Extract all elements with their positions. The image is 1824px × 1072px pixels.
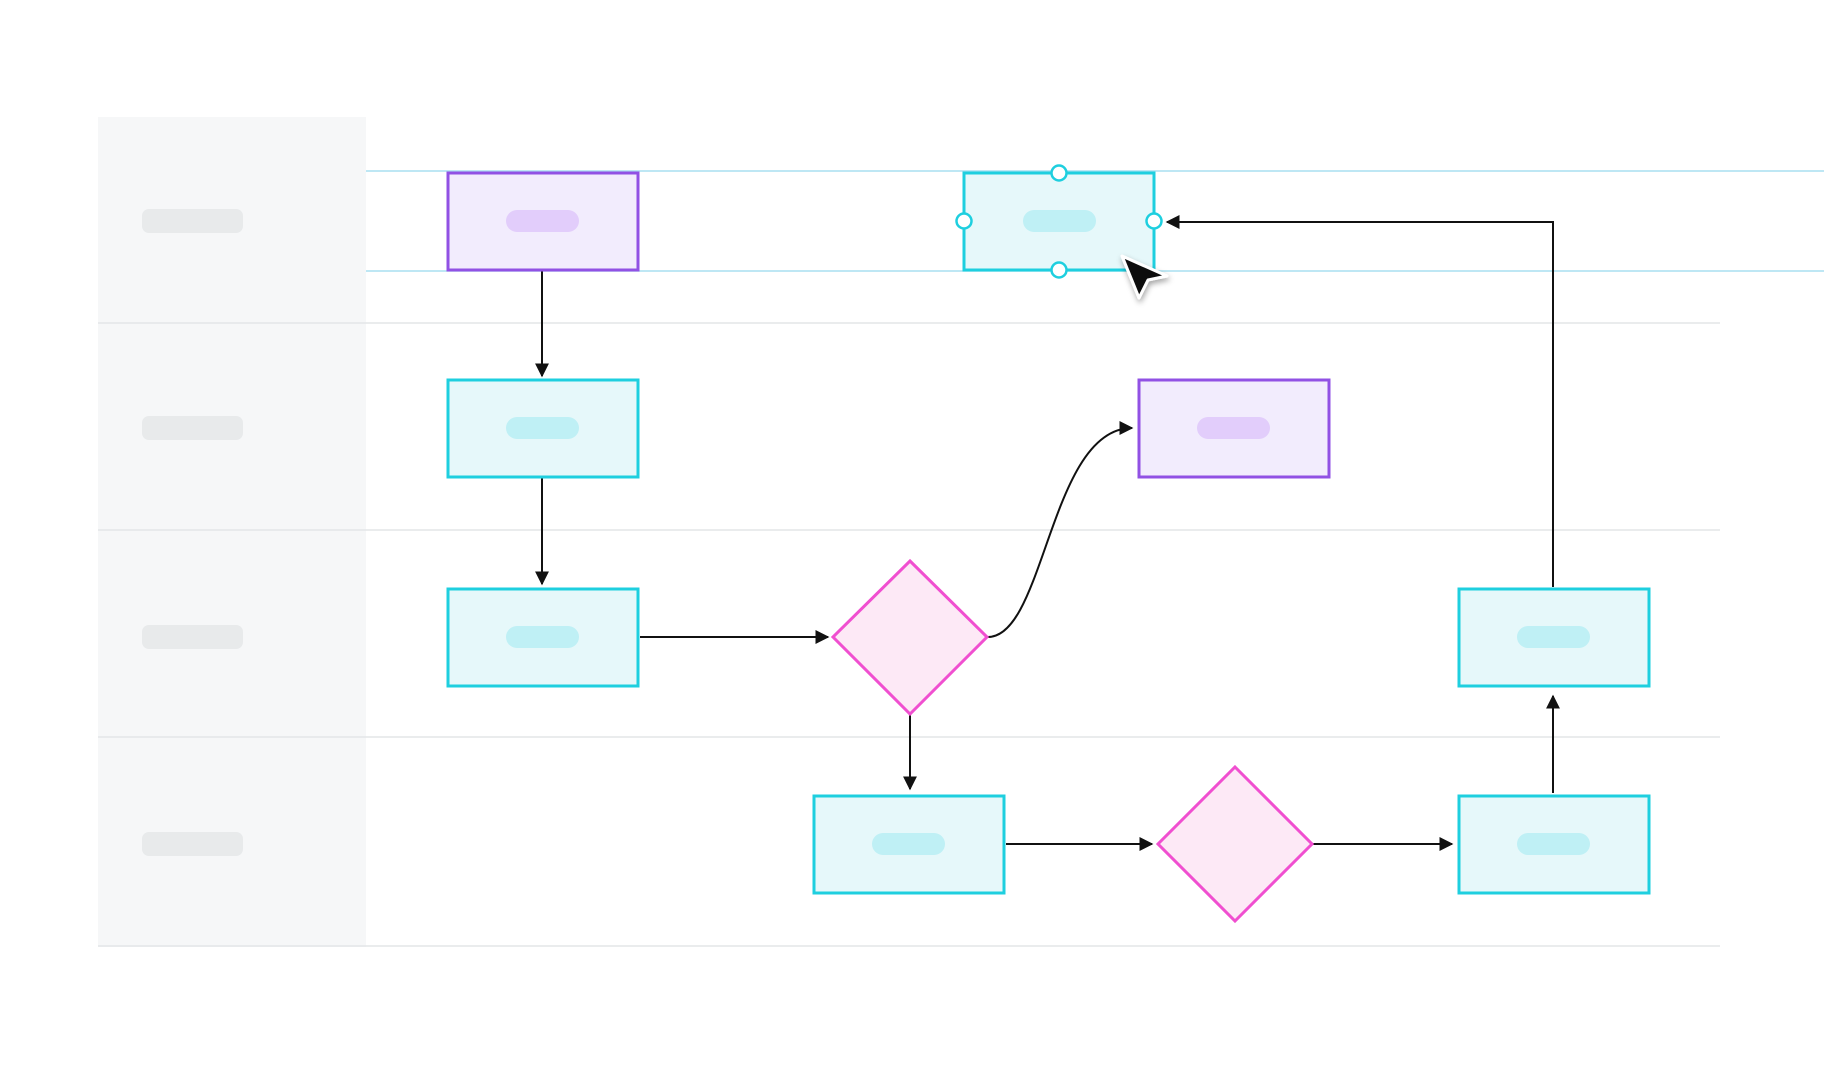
node-decision-2[interactable] [1155, 764, 1315, 924]
node-label-placeholder [506, 210, 579, 232]
swimlane-label-4[interactable] [142, 832, 243, 856]
swimlane-label-1[interactable] [142, 209, 243, 233]
node-step-5[interactable] [1457, 794, 1651, 895]
node-label-placeholder [872, 833, 945, 855]
arrow-cursor-icon [1120, 254, 1169, 300]
node-label-placeholder [1517, 833, 1590, 855]
resize-handle-left[interactable] [955, 212, 973, 230]
node-selected[interactable] [955, 164, 1163, 279]
edge-step-right-to-selected[interactable] [1165, 215, 1554, 587]
resize-handle-right[interactable] [1145, 212, 1163, 230]
node-start[interactable] [446, 171, 640, 272]
node-end[interactable] [1137, 378, 1331, 479]
node-label-placeholder [1197, 417, 1270, 439]
node-step-4[interactable] [812, 794, 1006, 895]
node-step-3[interactable] [446, 587, 640, 688]
edge-decision-1-to-end[interactable] [987, 421, 1134, 638]
node-decision-1[interactable] [830, 558, 990, 717]
node-label-placeholder [506, 626, 579, 648]
swimlane-label-2[interactable] [142, 416, 243, 440]
node-label-placeholder [1517, 626, 1590, 648]
swimlane-label-3[interactable] [142, 625, 243, 649]
swimlane-header-panel [98, 117, 366, 947]
node-step-right[interactable] [1457, 587, 1651, 688]
node-step-2[interactable] [446, 378, 640, 479]
resize-handle-top[interactable] [1050, 164, 1068, 182]
node-label-placeholder [506, 417, 579, 439]
node-label-placeholder [1023, 210, 1096, 232]
resize-handle-bottom[interactable] [1050, 261, 1068, 279]
